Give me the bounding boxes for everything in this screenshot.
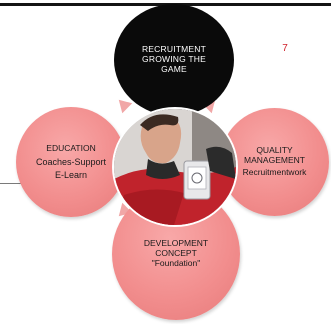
recruitment-circle: RECRUITMENT GROWING THE GAME [114,4,234,116]
player-photo-illustration [114,109,236,225]
development-title: DEVELOPMENT [143,238,209,249]
recruitment-title: RECRUITMENT [141,44,207,55]
development-line-3: "Foundation" [151,257,201,268]
education-line-2: Coaches-Support [35,156,107,167]
development-line-2: CONCEPT [155,248,197,259]
slide-number: 7 [282,43,288,54]
quality-line-2: MANAGEMENT [244,155,305,166]
education-title: EDUCATION [46,142,96,153]
quality-title: QUALITY [256,145,293,156]
quality-line-3: Recruitmentwork [242,166,307,177]
education-circle: EDUCATION Coaches-Support E-Learn [16,107,126,217]
recruitment-line-2: GROWING THE [142,54,206,65]
recruitment-line-3: GAME [161,63,187,74]
center-player-photo [114,109,236,225]
education-line-3: E-Learn [54,169,88,180]
quality-management-circle: QUALITY MANAGEMENT Recruitmentwork [220,108,329,216]
